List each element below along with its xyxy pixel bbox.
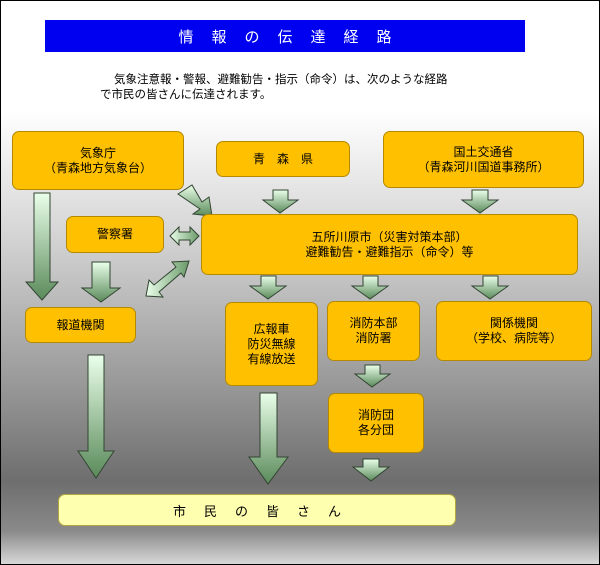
intro-text: 気象注意報・警報、避難勧告・指示（命令）は、次のような経路 で市民の皆さんに伝達…: [100, 72, 530, 102]
node-shobodan-line1: 消防団: [357, 408, 394, 422]
arrow-hodo-hq-double: [145, 260, 190, 298]
node-koho-line2: 防災無線: [247, 336, 296, 351]
node-kokudo: 国土交通省 （青森河川国道事務所）: [383, 131, 584, 188]
node-keisatsu-label: 警察署: [96, 227, 133, 241]
node-hq: 五所川原市（災害対策本部） 避難勧告・避難指示（命令）等: [201, 214, 578, 275]
node-hq-line2: 避難勧告・避難指示（命令）等: [305, 244, 474, 259]
node-hq-line1: 五所川原市（災害対策本部）: [311, 229, 468, 244]
node-kokudo-line2: （青森河川国道事務所）: [417, 159, 550, 174]
node-aomori-ken-label: 青 森 県: [252, 151, 313, 166]
node-hodo-label: 報道機関: [56, 317, 105, 332]
node-kankei: 関係機関 （学校、病院等）: [436, 301, 592, 361]
node-kankei-line1: 関係機関: [489, 316, 538, 330]
intro-line-2: で市民の皆さんに伝達されます。: [100, 87, 272, 101]
node-koho-line1: 広報車: [253, 321, 290, 336]
node-citizens: 市民の皆さん: [58, 494, 456, 526]
arrow-hq-to-koho: [248, 275, 288, 300]
arrow-kishocho-to-hodo: [24, 192, 60, 301]
node-kishocho-line1: 気象庁: [79, 145, 116, 160]
node-shobo-honbu-line2: 消防署: [355, 331, 392, 345]
arrow-hq-to-kankei: [470, 275, 510, 300]
arrow-shobodan-to-citizens: [351, 458, 391, 482]
node-koho-line3: 有線放送: [247, 351, 296, 366]
arrow-aomori-to-hq: [261, 189, 300, 214]
arrow-hodo-to-citizens: [77, 354, 115, 479]
node-hodo: 報道機関: [25, 307, 136, 343]
node-aomori-ken: 青 森 県: [216, 141, 350, 177]
arrow-shobo-to-shobodan: [353, 364, 392, 388]
node-shobo-honbu-line1: 消防本部: [349, 316, 398, 330]
node-keisatsu: 警察署: [66, 216, 164, 253]
node-shobodan-line2: 各分団: [357, 423, 394, 437]
node-citizens-label: 市民の皆さん: [172, 504, 359, 520]
arrow-kokudo-to-hq: [460, 189, 500, 214]
node-koho: 広報車 防災無線 有線放送: [225, 302, 318, 386]
node-shobo-honbu: 消防本部 消防署: [327, 301, 420, 361]
arrow-kishocho-to-hq: [177, 184, 213, 217]
node-kankei-line2: （学校、病院等）: [465, 331, 562, 345]
node-kishocho-line2: （青森地方気象台）: [43, 160, 152, 175]
node-kokudo-line1: 国土交通省: [453, 144, 514, 159]
arrow-keisatsu-to-hodo: [80, 261, 122, 303]
arrow-hq-to-shobo: [350, 275, 390, 300]
intro-line-1: 気象注意報・警報、避難勧告・指示（命令）は、次のような経路: [114, 72, 448, 86]
arrow-keisatsu-hq-double: [169, 225, 200, 247]
page-title: 情報の伝達経路: [45, 20, 525, 52]
node-shobodan: 消防団 各分団: [328, 393, 424, 453]
node-kishocho: 気象庁 （青森地方気象台）: [12, 131, 184, 190]
arrow-koho-to-citizens: [248, 392, 289, 485]
